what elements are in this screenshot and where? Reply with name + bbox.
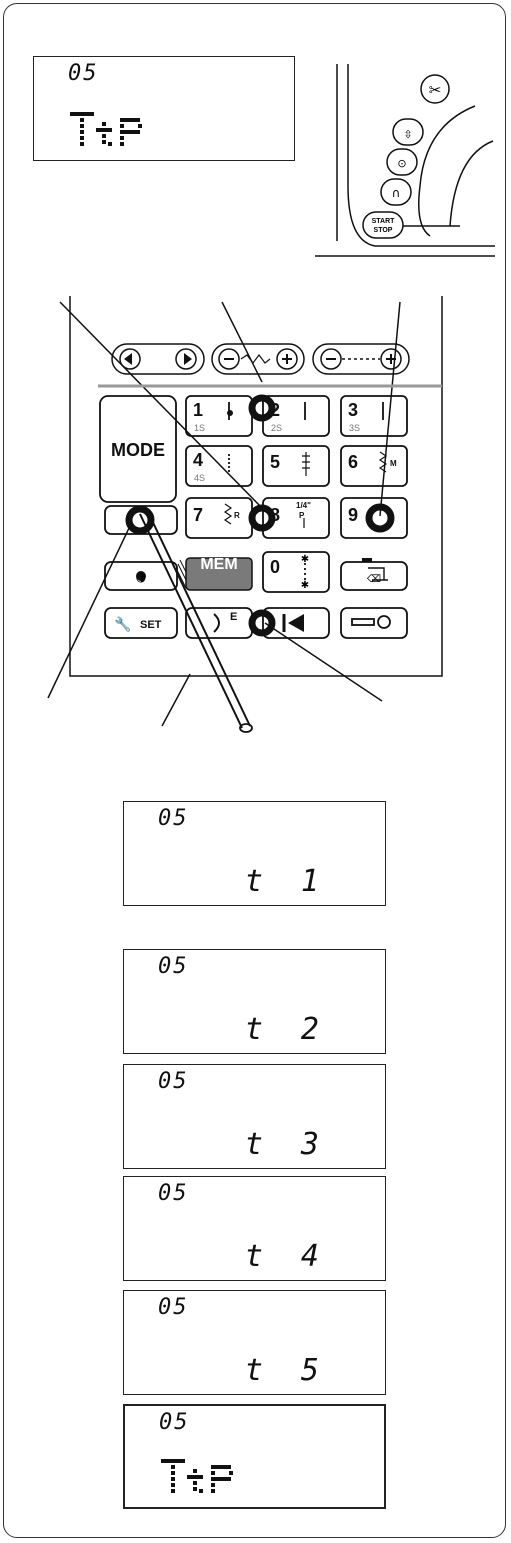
key-9: 9	[348, 505, 358, 525]
key-6: 6	[348, 452, 358, 472]
lcd-value: t 3	[244, 1127, 329, 1162]
lcd-code: 05	[158, 954, 189, 979]
asterisk-icon: ✱	[301, 554, 309, 565]
lock-stitch-icon: ⊙	[397, 157, 406, 170]
set-key-label: SET	[140, 619, 162, 631]
start-stop-label-1: START	[372, 218, 396, 225]
key-2: 2	[270, 400, 280, 420]
key-8: 8	[270, 505, 280, 525]
lcd-display-t1: 05 t 1	[123, 801, 386, 906]
lcd-display-t4: 05 t 4	[123, 1176, 386, 1281]
contrast-icon: ◑	[136, 570, 147, 584]
lcd-display-t2: 05 t 2	[123, 949, 386, 1054]
lcd-value: t 5	[244, 1353, 329, 1388]
key-4: 4	[193, 450, 203, 470]
key-7: 7	[193, 505, 203, 525]
lcd-value: t 4	[244, 1239, 329, 1274]
bottom-lcd-display: 05	[123, 1404, 386, 1509]
mode-key-label: MODE	[111, 440, 165, 460]
delete-icon: ⌫	[367, 574, 381, 585]
keypad-illustration: MODE MEM SET E 1 2 3 4 5 6 7 8 9 0 1S 2S…	[47, 296, 443, 733]
reverse-icon: ∩	[392, 186, 401, 200]
lcd-code: 05	[159, 1410, 190, 1435]
wrench-icon: 🔧	[114, 615, 131, 633]
lcd-code: 05	[158, 806, 189, 831]
key-1: 1	[193, 400, 203, 420]
lcd-display-t3: 05 t 3	[123, 1064, 386, 1169]
lcd-code: 05	[158, 1069, 189, 1094]
key-0: 0	[270, 557, 280, 577]
lcd-code: 05	[158, 1295, 189, 1320]
key-7-sub: R	[234, 511, 240, 520]
page-frame	[3, 3, 506, 1538]
asterisk-icon-2: ✱	[301, 580, 309, 591]
start-stop-label-2: STOP	[374, 227, 393, 234]
lcd-value: t 1	[244, 864, 329, 899]
key-3-sub: 3S	[349, 423, 360, 433]
elongation-label: E	[230, 611, 237, 623]
key-5: 5	[270, 452, 280, 472]
lcd-code: 05	[68, 61, 99, 86]
scissors-icon: ✂	[429, 81, 442, 99]
lcd-code: 05	[158, 1181, 189, 1206]
top-lcd-display: 05	[33, 56, 295, 161]
lcd-value: t 2	[244, 1012, 329, 1047]
lcd-display-t5: 05 t 5	[123, 1290, 386, 1395]
key-8-p: P	[299, 511, 305, 520]
key-3: 3	[348, 400, 358, 420]
machine-head-illustration: ✂ ⇳ ⊙ ∩ START STOP	[315, 64, 495, 257]
key-4-sub: 4S	[194, 473, 205, 483]
dot-matrix-ttp-text	[161, 1459, 233, 1493]
key-2-sub: 2S	[271, 423, 282, 433]
key-6-sub: M	[390, 459, 397, 468]
mem-key-label: MEM	[200, 556, 237, 573]
key-8-sub: 1/4"	[296, 501, 311, 510]
dot-matrix-ttp-text	[70, 112, 142, 146]
key-1-sub: 1S	[194, 423, 205, 433]
needle-up-down-icon: ⇳	[403, 128, 412, 141]
